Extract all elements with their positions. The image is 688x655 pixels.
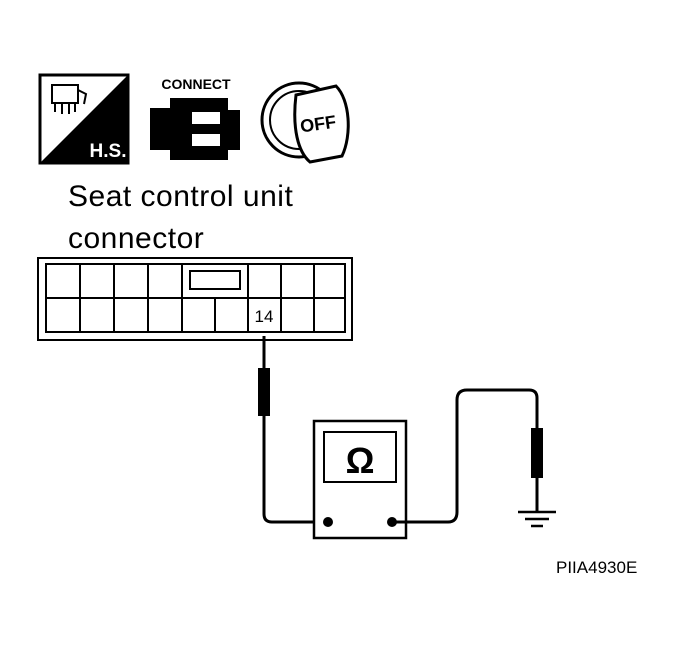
seat-control-unit-connector: 14 [37, 257, 353, 341]
ignition-off-label: OFF [299, 112, 337, 137]
ground-icon [518, 510, 556, 528]
probe-lead-terminal [258, 336, 322, 524]
terminal-14-label: 14 [255, 307, 274, 326]
harness-sensor-label: H.S. [90, 141, 127, 162]
connect-label: CONNECT [161, 76, 231, 92]
harness-sensor-icon: H.S. [38, 73, 130, 165]
connector-title: Seat control unit connector [68, 176, 293, 260]
probe-lead-ground [392, 388, 543, 524]
connector-title-line1: Seat control unit [68, 180, 294, 213]
terminal-14-cavity [247, 297, 282, 333]
meter-terminal-left [323, 517, 333, 527]
ohm-symbol: Ω [346, 440, 375, 481]
connector-title-line2: connector [68, 222, 205, 255]
figure-code: PIIA4930E [556, 558, 638, 577]
connect-icon: CONNECT [150, 76, 240, 160]
ohmmeter: Ω [312, 419, 408, 540]
ignition-off-icon: OFF [260, 81, 350, 164]
